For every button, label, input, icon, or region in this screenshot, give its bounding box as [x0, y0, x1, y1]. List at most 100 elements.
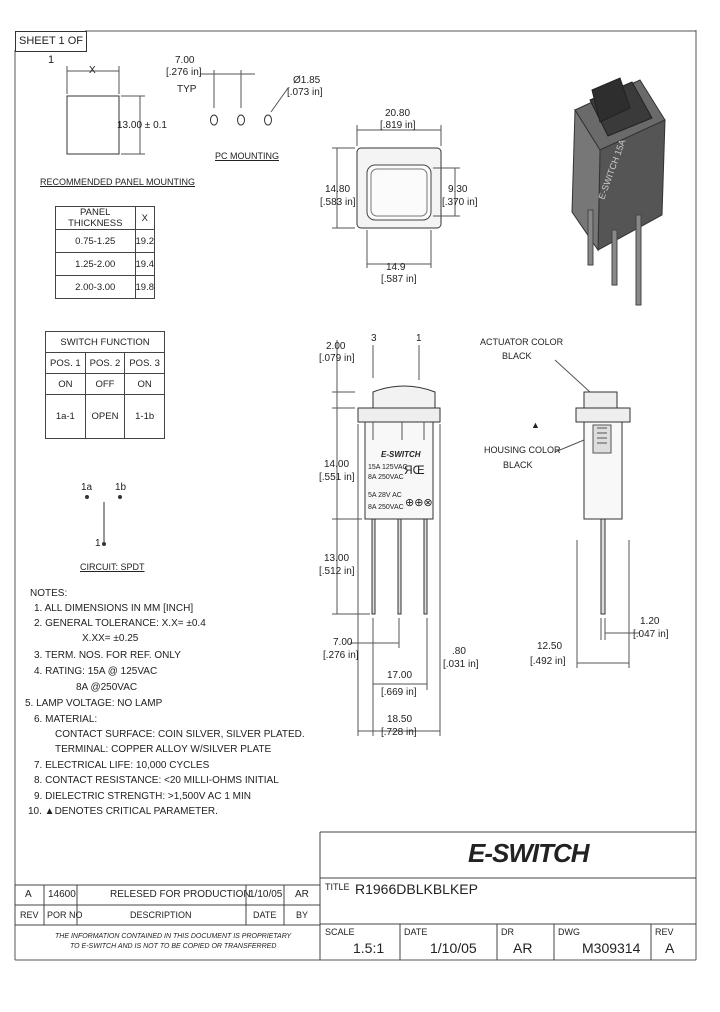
rev-label: REV	[655, 927, 674, 937]
pc-typ: TYP	[177, 84, 197, 95]
side-pin1: 1	[416, 333, 422, 344]
note-6: 6. MATERIAL:	[34, 714, 98, 725]
disclaimer-line2: TO E-SWITCH AND IS NOT TO BE COPIED OR T…	[70, 943, 277, 950]
dr-label: DR	[501, 927, 514, 937]
side-pin3: 3	[371, 333, 377, 344]
note-4: 4. RATING: 15A @ 125VAC	[34, 666, 158, 677]
switch-function-title: SWITCH FUNCTION	[45, 331, 165, 353]
table-cell: 0.75-1.25	[55, 229, 136, 253]
housing-color: BLACK	[503, 460, 533, 470]
front-height-mm: 14.80	[325, 184, 351, 195]
part-number-title: R1966DBLKBLKEP	[355, 881, 478, 897]
isometric-switch-render: E-SWITCH 15A	[571, 77, 666, 306]
note-5: 5. LAMP VOLTAGE: NO LAMP	[25, 698, 163, 709]
rev-description: RELESED FOR PRODUCTION	[110, 889, 251, 900]
note-2: 2. GENERAL TOLERANCE: X.X= ±0.4	[34, 618, 206, 629]
circuit-title: CIRCUIT: SPDT	[80, 562, 145, 572]
side-total-mm: 18.50	[387, 714, 413, 725]
panel-x-header: X	[134, 206, 155, 230]
side-rating2: 8A 250VAC	[368, 474, 404, 481]
side-pitch-mm: 7.00	[333, 637, 353, 648]
panel-x-label: X	[89, 65, 96, 76]
dwg-value: M309314	[582, 940, 641, 956]
notes-title: NOTES:	[30, 588, 68, 599]
note-6b: TERMINAL: COPPER ALLOY W/SILVER PLATE	[55, 744, 272, 755]
note-4b: 8A @250VAC	[76, 682, 138, 693]
table-cell: OFF	[84, 373, 126, 395]
pc-pitch-in: [.276 in]	[166, 67, 202, 78]
side-span-in: [.669 in]	[381, 687, 417, 698]
table-cell: OPEN	[84, 394, 126, 439]
front-inner-w-in: [.587 in]	[381, 274, 417, 285]
end-pin-mm: 1.20	[640, 616, 660, 627]
front-width-in: [.819 in]	[380, 120, 416, 131]
side-pitch-in: [.276 in]	[323, 650, 359, 661]
sheet-number: SHEET 1 OF 1	[15, 31, 87, 66]
scale-value: 1.5:1	[353, 940, 385, 956]
side-body-mm: 14.00	[324, 459, 350, 470]
side-brand: E-SWITCH	[381, 450, 421, 459]
note-8: 8. CONTACT RESISTANCE: <20 MILLI-OHMS IN…	[34, 775, 279, 786]
rev-value-title: A	[665, 940, 675, 956]
end-width-mm: 12.50	[537, 641, 563, 652]
circuit-diagram	[85, 495, 122, 546]
rev-header-por: POR NO	[47, 910, 83, 920]
eswitch-logo: E-SWITCH	[468, 838, 590, 868]
side-top-in: [.079 in]	[319, 353, 355, 364]
note-3: 3. TERM. NOS. FOR REF. ONLY	[34, 650, 181, 661]
table-cell: POS. 3	[124, 352, 165, 374]
side-lead-in: [.512 in]	[319, 566, 355, 577]
title-label: TITLE	[325, 882, 350, 892]
rev-por: 14600	[48, 889, 76, 900]
end-width-in: [.492 in]	[530, 656, 566, 667]
table-cell: ON	[124, 373, 165, 395]
table-cell: ON	[45, 373, 86, 395]
table-cell: POS. 1	[45, 352, 86, 374]
front-inner-h-mm: 9.30	[448, 184, 468, 195]
panel-mounting-title: RECOMMENDED PANEL MOUNTING	[40, 177, 196, 187]
table-cell: POS. 2	[84, 352, 126, 374]
front-height-in: [.583 in]	[320, 197, 356, 208]
end-view-drawing	[554, 359, 640, 668]
actuator-color: BLACK	[502, 351, 532, 361]
rev-header-by: BY	[296, 910, 309, 920]
side-span-mm: 17.00	[387, 670, 413, 681]
table-cell: 19.2	[134, 229, 155, 253]
rev-by: AR	[295, 889, 309, 900]
note-7: 7. ELECTRICAL LIFE: 10,000 CYCLES	[34, 760, 210, 771]
table-cell: 2.00-3.00	[55, 275, 136, 299]
rev-header-desc: DESCRIPTION	[130, 910, 192, 920]
housing-label: HOUSING COLOR	[484, 445, 561, 455]
front-view-drawing	[332, 125, 460, 268]
table-cell: 1.25-2.00	[55, 252, 136, 276]
pc-hole-mm: Ø1.85	[293, 75, 321, 86]
panel-thickness-header: PANEL THICKNESS	[55, 206, 136, 230]
side-total-in: [.728 in]	[381, 727, 417, 738]
side-pin-mm: .80	[452, 646, 466, 657]
date-label: DATE	[404, 927, 428, 937]
panel-cutout-drawing	[66, 66, 145, 155]
pc-pitch-mm: 7.00	[175, 55, 195, 66]
rev-header-rev: REV	[20, 910, 39, 920]
pc-mounting-title: PC MOUNTING	[215, 151, 279, 161]
front-inner-h-in: [.370 in]	[442, 197, 478, 208]
rev-date: 1/10/05	[249, 889, 283, 900]
circuit-1a: 1a	[81, 482, 93, 493]
date-value: 1/10/05	[430, 940, 477, 956]
panel-height-dim: 13.00 ± 0.1	[117, 120, 167, 131]
pc-mounting-holes	[200, 70, 289, 126]
side-rating4: 8A 250VAC	[368, 504, 404, 511]
note-9: 9. DIELECTRIC STRENGTH: >1,500V AC 1 MIN	[34, 791, 252, 802]
table-cell: 19.8	[134, 275, 155, 299]
note-6a: CONTACT SURFACE: COIN SILVER, SILVER PLA…	[55, 729, 305, 740]
disclaimer-line1: THE INFORMATION CONTAINED IN THIS DOCUME…	[55, 933, 292, 940]
side-pin-in: [.031 in]	[443, 659, 479, 670]
note-1: 1. ALL DIMENSIONS IN MM [INCH]	[34, 603, 194, 614]
rev-header-date: DATE	[253, 910, 277, 920]
rev-value: A	[25, 889, 32, 900]
table-cell: 1a-1	[45, 394, 86, 439]
cert-mark-icon: ЯŒ	[404, 463, 425, 477]
note-2b: X.XX= ±0.25	[82, 633, 139, 644]
